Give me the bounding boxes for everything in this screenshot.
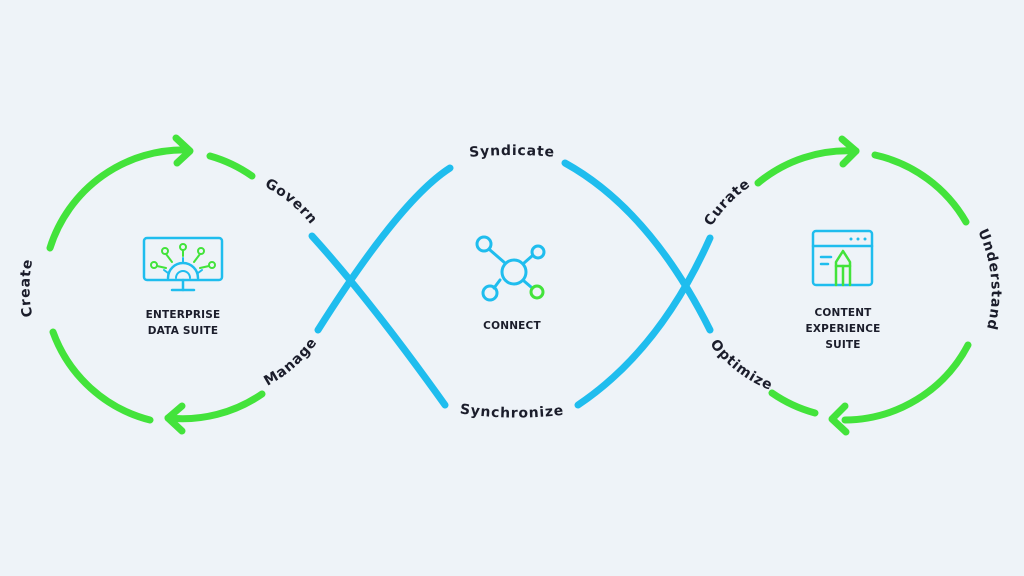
browser-pencil-icon bbox=[811, 229, 874, 287]
right-loop-bottom-arc bbox=[841, 341, 972, 424]
connect-label: CONNECT bbox=[457, 318, 567, 334]
connect-label-text: CONNECT bbox=[483, 320, 541, 332]
right-loop-bottom-arrowhead bbox=[828, 402, 850, 436]
content-experience-suite-line-1: CONTENT bbox=[814, 307, 872, 319]
enterprise-data-suite-line-1: ENTERPRISE bbox=[145, 309, 221, 321]
right-loop bbox=[754, 135, 972, 436]
enterprise-data-suite-line-2: DATA SUITE bbox=[147, 325, 219, 337]
right-loop-curate-segment bbox=[754, 147, 860, 187]
strand-right-up bbox=[574, 234, 714, 409]
label-optimize: Optimize bbox=[707, 337, 775, 394]
left-loop bbox=[46, 134, 266, 435]
label-understand: Understand bbox=[974, 227, 1003, 332]
network-nodes-icon bbox=[475, 235, 546, 302]
left-loop-top-arrowhead bbox=[172, 134, 194, 167]
label-create: Create bbox=[17, 258, 36, 319]
left-loop-manage-segment bbox=[164, 390, 266, 423]
left-loop-govern-segment bbox=[206, 152, 256, 180]
strand-left-down bbox=[308, 232, 449, 409]
strand-right-down bbox=[561, 159, 714, 334]
content-experience-suite-line-2: EXPERIENCE bbox=[805, 323, 881, 335]
label-synchronize: Synchronize bbox=[459, 402, 565, 422]
connect-strands bbox=[308, 159, 714, 409]
label-manage: Manage bbox=[261, 335, 320, 390]
left-loop-bottom-arc bbox=[49, 328, 154, 424]
enterprise-data-suite-label: ENTERPRISE DATA SUITE bbox=[128, 307, 238, 339]
strand-left-up bbox=[314, 164, 454, 334]
left-loop-bottom-arrowhead bbox=[164, 402, 186, 435]
right-loop-optimize-segment bbox=[768, 389, 819, 417]
right-loop-top-arrowhead bbox=[838, 135, 860, 168]
right-loop-top-arc bbox=[871, 151, 970, 226]
left-loop-top-arc bbox=[46, 146, 192, 252]
label-govern: Govern bbox=[262, 176, 320, 228]
monitor-gear-network-icon bbox=[142, 236, 224, 292]
label-syndicate: Syndicate bbox=[469, 143, 556, 161]
label-curate: Curate bbox=[701, 176, 753, 229]
content-experience-suite-label: CONTENT EXPERIENCE SUITE bbox=[788, 305, 898, 353]
content-experience-suite-line-3: SUITE bbox=[825, 339, 861, 351]
